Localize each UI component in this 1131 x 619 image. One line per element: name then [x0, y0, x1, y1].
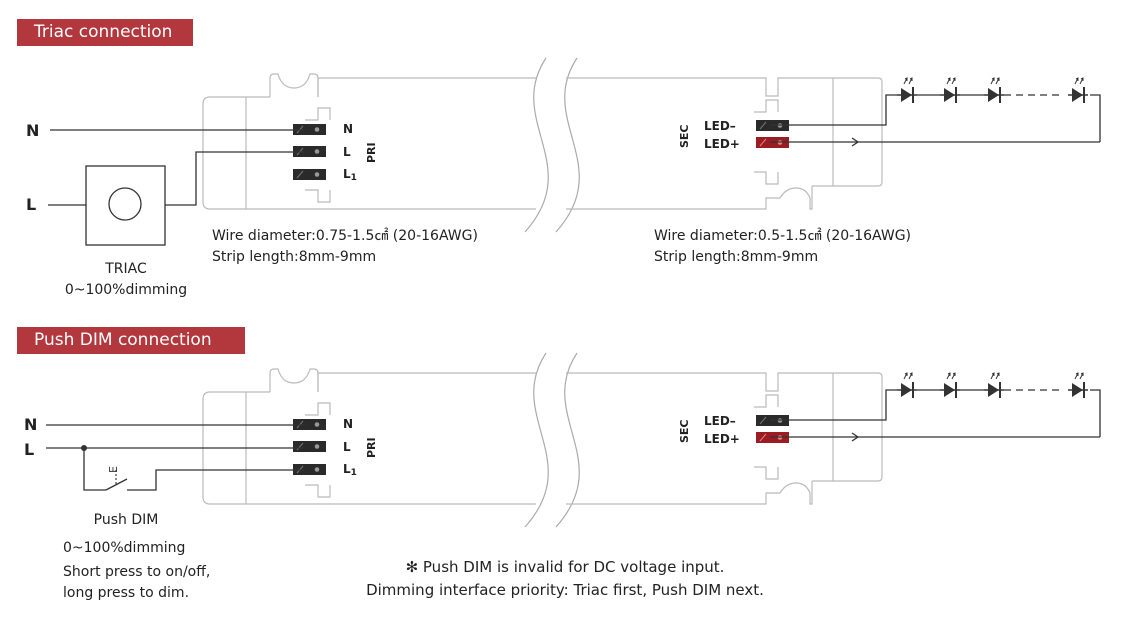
triac-section-header: Triac connection: [17, 19, 193, 46]
pri-label-l: L: [343, 440, 351, 454]
push-dim-section: N L L1 PRI SEC LED– LED+ N L E Push DIM …: [24, 352, 1101, 601]
triac-label: TRIAC: [104, 261, 147, 277]
break-mark-2: [555, 352, 580, 528]
break-mark-1: [524, 352, 549, 528]
push-dim-note-1: Short press to on/off,: [63, 564, 210, 580]
pri-wire-diameter: Wire diameter:0.75-1.5㎠ (20-16AWG): [212, 228, 478, 244]
svg-text:E: E: [107, 466, 120, 473]
led-icon: [983, 77, 1005, 104]
footnote-line-1: ✻ Push DIM is invalid for DC voltage inp…: [406, 558, 725, 576]
led-icon: [939, 372, 961, 399]
pri-tag: PRI: [365, 142, 378, 163]
led-icon: [983, 372, 1005, 399]
pri-label-n: N: [343, 417, 353, 431]
sec-tag: SEC: [678, 124, 691, 148]
mains-label-l: L: [24, 440, 34, 459]
led-icon: [939, 77, 961, 104]
push-dim-note-2: long press to dim.: [63, 585, 189, 601]
mains-wires: [46, 424, 305, 491]
led-output-wires: [770, 94, 1101, 147]
mains-wires: [48, 129, 305, 206]
led-icon: [1067, 77, 1089, 104]
sec-label-led-pos: LED+: [704, 137, 740, 151]
push-dim-dimming: 0~100%dimming: [63, 540, 185, 556]
sec-tag: SEC: [678, 419, 691, 443]
mains-label-n: N: [26, 121, 39, 140]
break-mark-2: [555, 57, 580, 233]
push-dim-section-header: Push DIM connection: [17, 327, 245, 354]
mains-label-n: N: [24, 415, 37, 434]
sec-label-led-neg: LED–: [704, 119, 736, 133]
pri-tag: PRI: [365, 437, 378, 458]
triac-dimmer: [85, 165, 166, 246]
triac-dimming: 0~100%dimming: [65, 282, 187, 298]
driver-body-right: [566, 372, 883, 505]
driver-body-left: [202, 368, 536, 505]
sec-label-led-neg: LED–: [704, 414, 736, 428]
driver-body-left: [202, 73, 536, 210]
break-mark-1: [524, 57, 549, 233]
pri-terminal-block: [292, 418, 327, 476]
push-switch-icon: E: [107, 466, 120, 484]
pri-label-l1: L1: [343, 462, 357, 478]
push-dim-label: Push DIM: [94, 512, 159, 528]
sec-strip-length: Strip length:8mm-9mm: [654, 249, 818, 265]
mains-label-l: L: [26, 195, 36, 214]
pri-strip-length: Strip length:8mm-9mm: [212, 249, 376, 265]
sec-terminal-block: [755, 119, 790, 149]
led-string: [896, 372, 1089, 399]
led-icon: [896, 372, 918, 399]
wire-junction: [81, 445, 87, 451]
led-icon: [896, 77, 918, 104]
sec-label-led-pos: LED+: [704, 432, 740, 446]
sec-wire-diameter: Wire diameter:0.5-1.5㎠ (20-16AWG): [654, 228, 911, 244]
driver-body-right: [566, 77, 883, 210]
triac-section: N L L1 PRI SEC LED– LED+ N L TRIAC 0~100…: [26, 57, 1101, 298]
led-string: [896, 77, 1089, 104]
led-output-wires: [770, 389, 1101, 442]
footnote-line-2: Dimming interface priority: Triac first,…: [366, 581, 764, 599]
pri-label-n: N: [343, 122, 353, 136]
pri-label-l: L: [343, 145, 351, 159]
led-icon: [1067, 372, 1089, 399]
sec-terminal-block: [755, 414, 790, 444]
pri-label-l1: L1: [343, 167, 357, 183]
